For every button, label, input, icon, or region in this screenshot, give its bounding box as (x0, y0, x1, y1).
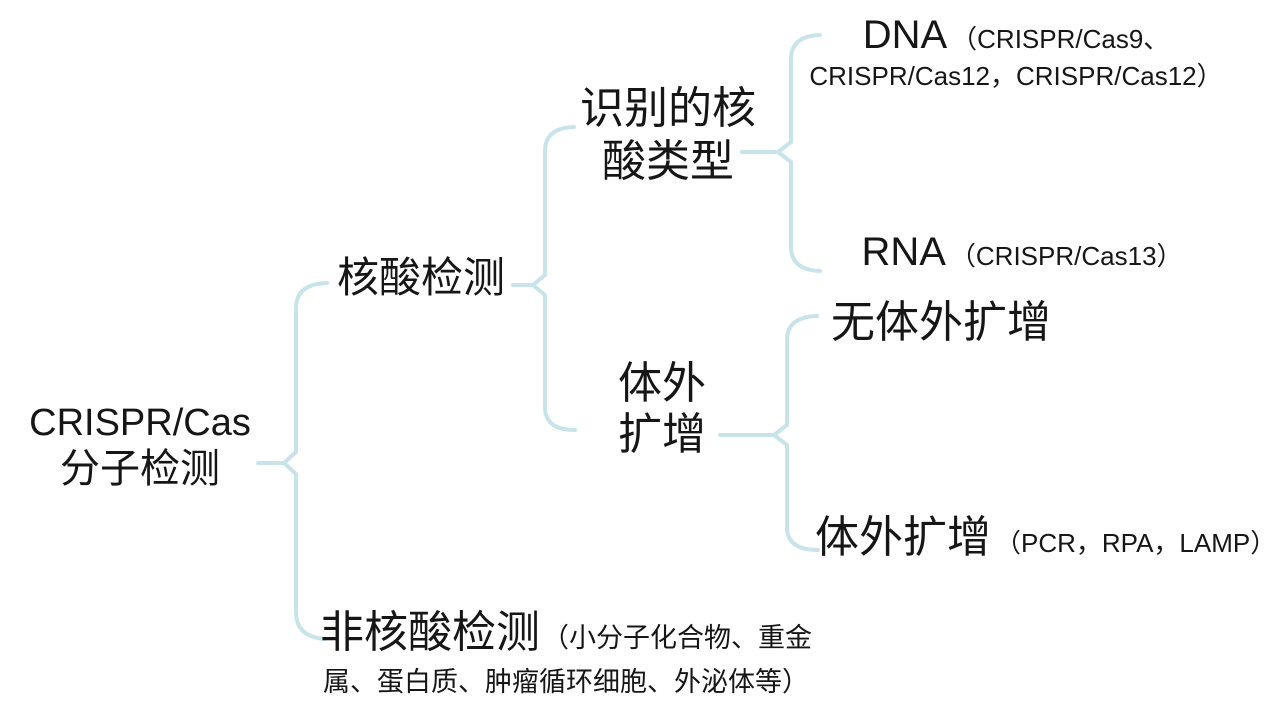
brace-in-vitro-amplification (718, 314, 820, 552)
type-node-line1: 识别的核 (580, 84, 756, 133)
amplification-node-line2: 扩增 (618, 410, 706, 459)
dna-line1: DNA（CRISPR/Cas9、 (806, 10, 1226, 60)
leaf-dna: DNA（CRISPR/Cas9、 CRISPR/Cas12，CRISPR/Cas… (806, 10, 1226, 92)
root-subtitle: 分子检测 (60, 446, 220, 491)
root-title: CRISPR/Cas (29, 402, 251, 444)
amplification-node-line1: 体外 (618, 359, 706, 408)
brace-nucleic-acid-type (740, 33, 822, 273)
leaf-no-in-vitro-amplification: 无体外扩增 (831, 298, 1051, 347)
rna-detail: （CRISPR/Cas13） (949, 241, 1183, 271)
dna-detail-line1: （CRISPR/Cas9、 (951, 24, 1170, 54)
leaf-in-vitro-amplification: 体外扩增（PCR，RPA，LAMP） (815, 512, 1276, 564)
non-nucleic-detail-line1: （小分子化合物、重金 (542, 623, 812, 653)
root-node: CRISPR/Cas 分子检测 (10, 400, 270, 492)
dna-detail-line2: CRISPR/Cas12，CRISPR/Cas12） (809, 61, 1223, 91)
non-nucleic-label: 非核酸检测 (320, 608, 540, 657)
node-in-vitro-amplification: 体外 扩增 (592, 358, 732, 460)
node-recognized-nucleic-acid-type: 识别的核 酸类型 (568, 82, 768, 188)
node-nucleic-acid-detection: 核酸检测 (337, 256, 506, 302)
node-non-nucleic-acid-detection: 非核酸检测（小分子化合物、重金 属、蛋白质、肿瘤循环细胞、外泌体等） (306, 606, 826, 699)
brace-root (256, 281, 329, 641)
amplification-leaf-label: 体外扩增 (815, 513, 991, 562)
rna-label: RNA (861, 230, 946, 274)
leaf-rna: RNA（CRISPR/Cas13） (812, 228, 1232, 276)
non-nucleic-line1: 非核酸检测（小分子化合物、重金 (306, 606, 826, 665)
type-node-line2: 酸类型 (602, 137, 734, 186)
amplification-leaf-detail: （PCR，RPA，LAMP） (995, 528, 1277, 558)
non-nucleic-detail-line2: 属、蛋白质、肿瘤循环细胞、外泌体等） (323, 667, 809, 697)
dna-label: DNA (862, 13, 948, 57)
brace-nucleic-detection (511, 125, 577, 432)
